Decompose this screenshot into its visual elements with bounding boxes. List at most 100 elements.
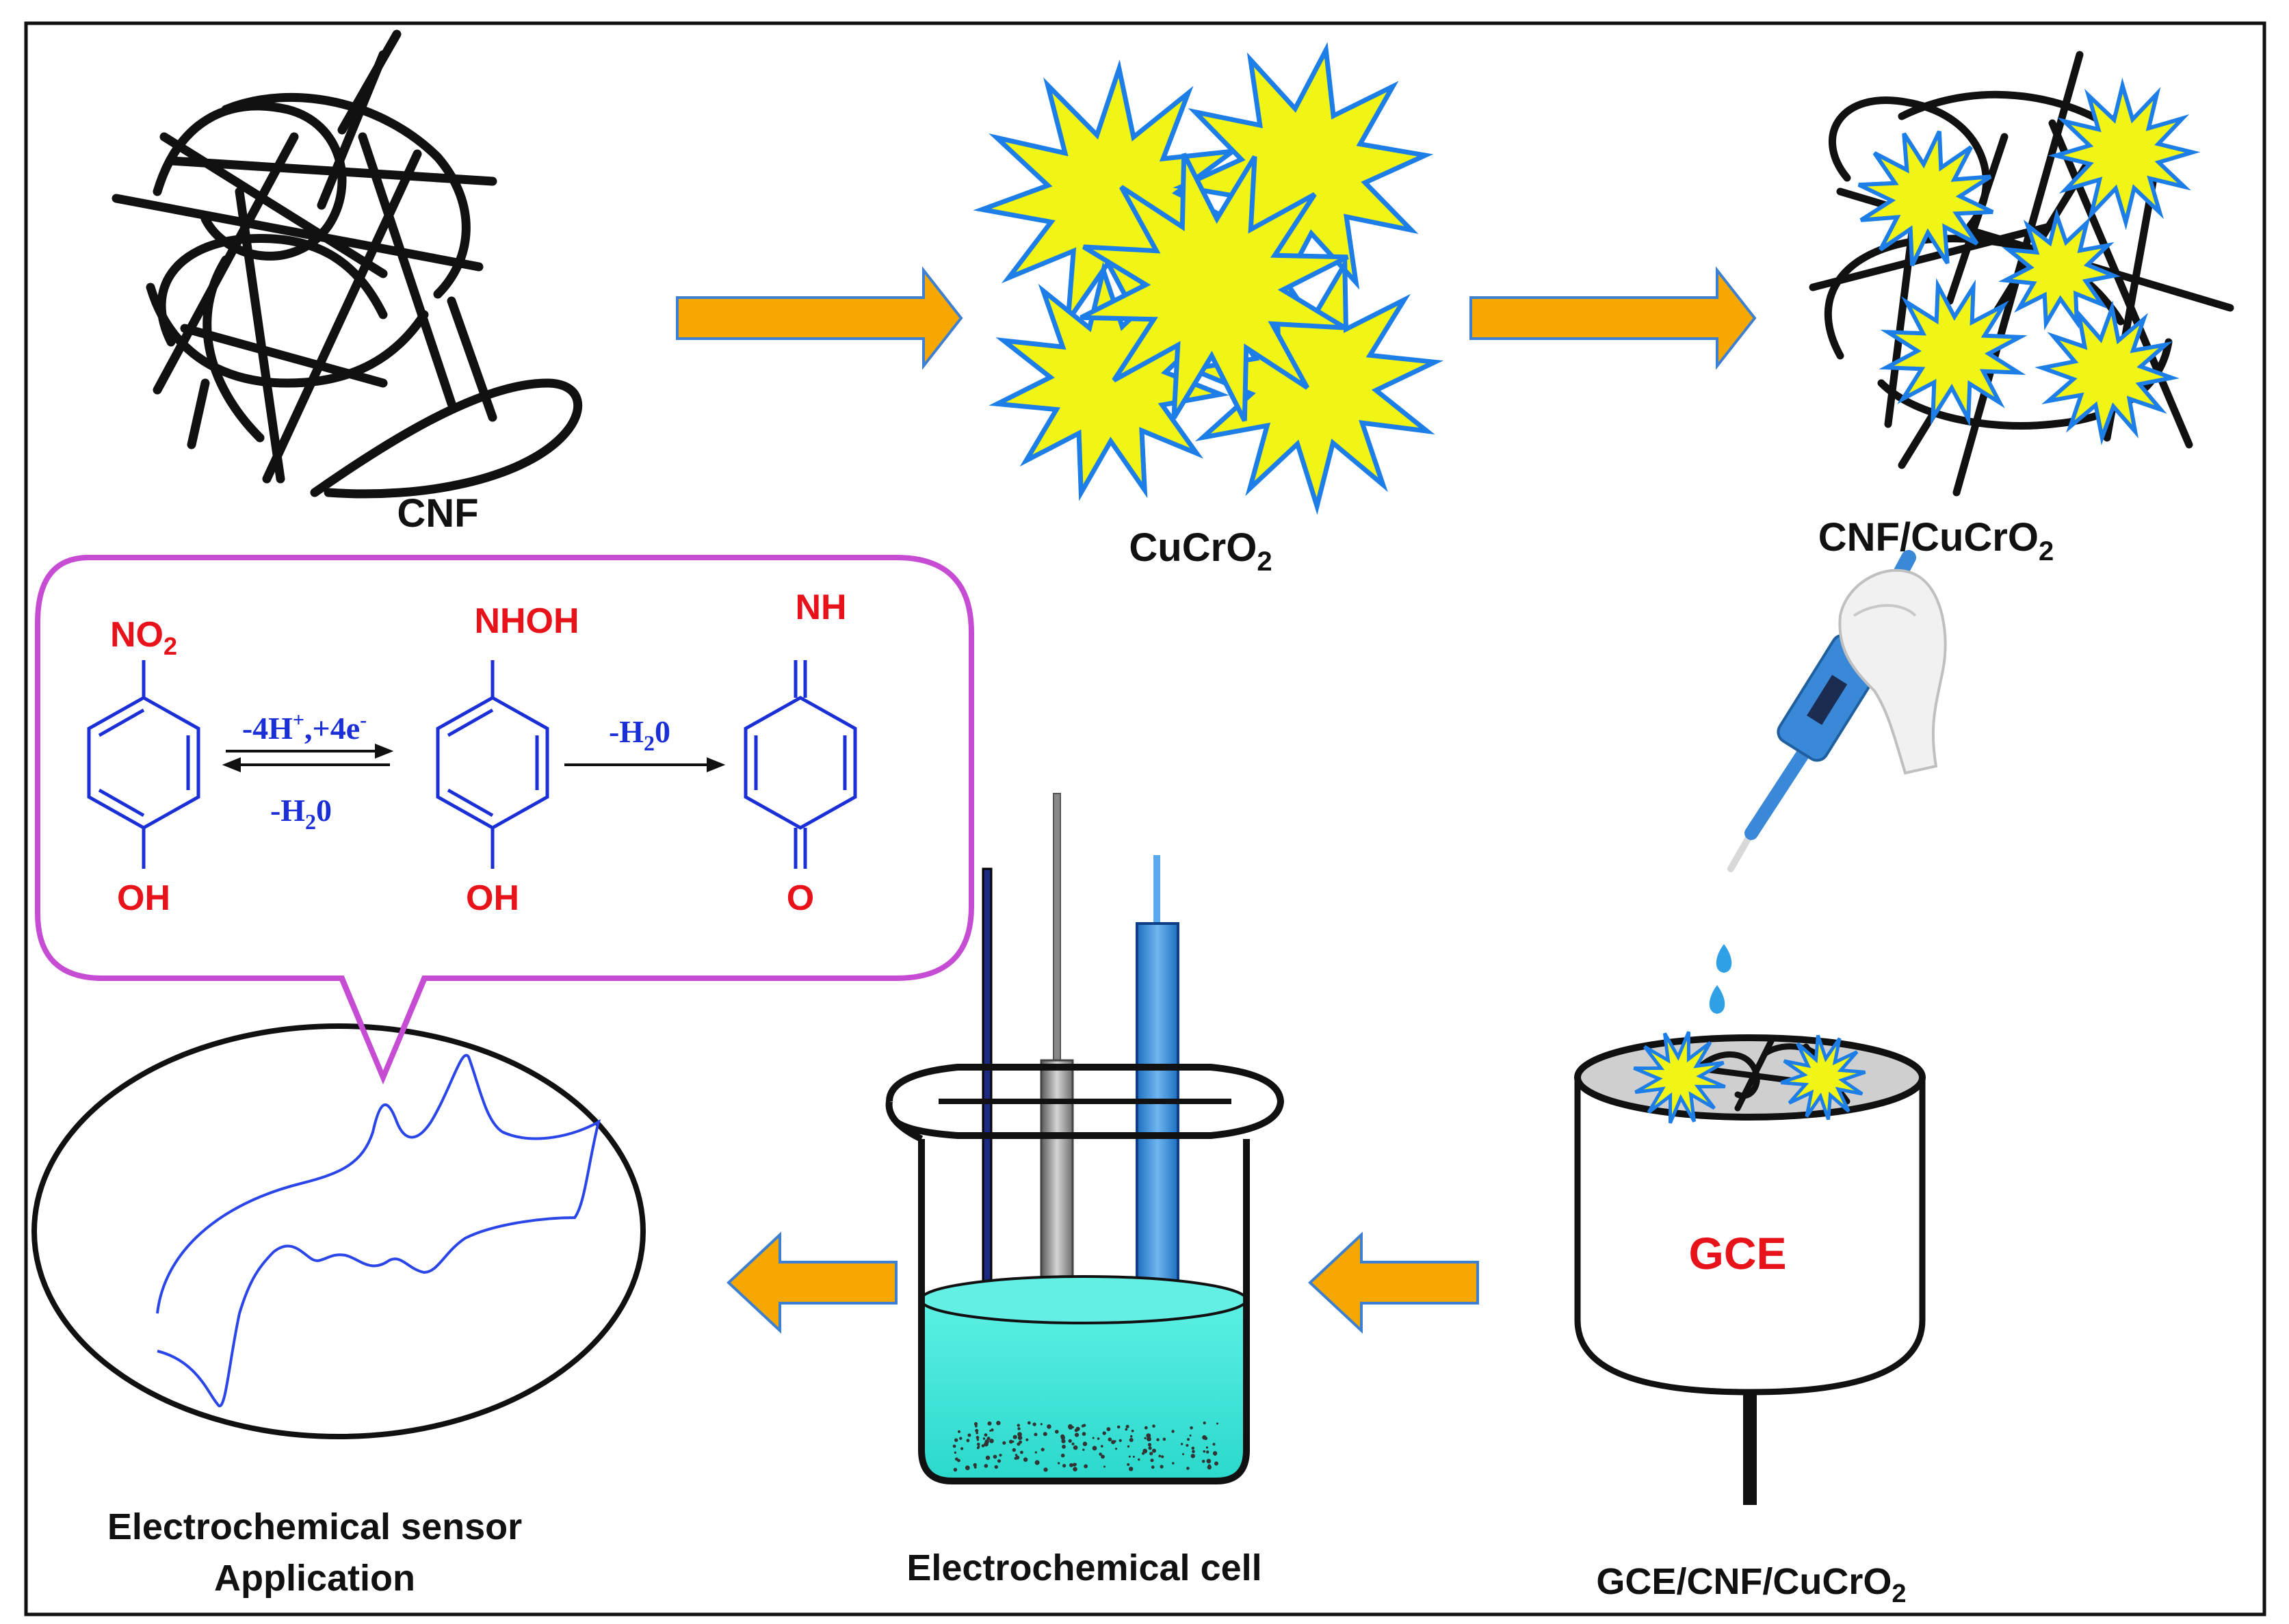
particle-dot — [1162, 1437, 1166, 1441]
particle-dot — [997, 1459, 1002, 1463]
cnf-label: CNF — [397, 491, 478, 536]
equilibrium-arrows — [222, 744, 394, 772]
cnf-fiber-cluster — [112, 29, 583, 499]
nitrophenol-ring — [87, 660, 200, 869]
particle-dot — [1062, 1464, 1067, 1468]
particle-dot — [1216, 1422, 1218, 1425]
particle-dot — [1129, 1467, 1134, 1471]
particle-dot — [1114, 1448, 1118, 1450]
particle-dot — [954, 1451, 957, 1454]
particle-dot — [1082, 1432, 1086, 1436]
process-arrow-2 — [1469, 266, 1757, 370]
pipette-with-hand — [1727, 550, 1947, 872]
cell-label: Electrochemical cell — [906, 1547, 1261, 1588]
particle-dot — [1012, 1448, 1017, 1452]
particle-dot — [1041, 1448, 1045, 1452]
particle-dot — [1055, 1430, 1059, 1434]
particle-dot — [1142, 1448, 1148, 1454]
particle-dot — [1062, 1444, 1066, 1449]
particle-dot — [993, 1454, 997, 1459]
gce-crystal — [1780, 1034, 1866, 1121]
particle-dot — [1040, 1423, 1043, 1426]
working-electrode-rod — [1040, 1059, 1074, 1287]
particle-dot — [1180, 1443, 1183, 1445]
particle-dot — [1151, 1465, 1155, 1469]
particle-dot — [1019, 1440, 1022, 1444]
particle-dot — [1156, 1438, 1160, 1441]
particle-dot — [1068, 1424, 1073, 1429]
particle-dot — [960, 1447, 964, 1450]
composite-crystal — [1879, 278, 2028, 427]
particle-dot — [966, 1439, 970, 1443]
particle-dot — [1172, 1462, 1175, 1465]
particle-dot — [1074, 1463, 1077, 1466]
step2-arrow — [564, 757, 726, 772]
product-carbonyl-group: O — [787, 878, 814, 918]
particle-dot — [1103, 1465, 1106, 1468]
particle-dot — [1100, 1445, 1103, 1448]
particle-dot — [1061, 1439, 1066, 1443]
particle-dot — [1101, 1454, 1105, 1459]
particle-dot — [1201, 1459, 1205, 1463]
beaker-rim — [886, 1064, 1285, 1139]
particle-dot — [978, 1445, 980, 1448]
particle-dot — [1057, 1462, 1060, 1465]
particle-dot — [1027, 1421, 1031, 1425]
particle-dot — [1092, 1437, 1095, 1439]
particle-dot — [954, 1438, 958, 1442]
particle-dot — [975, 1424, 978, 1428]
particle-dot — [973, 1422, 978, 1426]
particle-dot — [1074, 1432, 1080, 1437]
cucro2-crystal — [1080, 153, 1349, 422]
particle-dot — [1047, 1424, 1051, 1429]
particle-dot — [1074, 1428, 1078, 1432]
particle-dot — [989, 1439, 994, 1443]
cyclic-voltammogram-curve — [156, 1053, 601, 1408]
particle-dot — [1060, 1453, 1065, 1458]
sensor-ellipse — [31, 1023, 646, 1439]
particle-dot — [1128, 1455, 1131, 1458]
particle-dot — [1132, 1456, 1135, 1458]
suspended-particles — [952, 1421, 1218, 1472]
counter-electrode-wire — [1153, 855, 1160, 930]
particle-dot — [982, 1437, 986, 1440]
particle-dot — [1097, 1437, 1100, 1440]
droplets — [1709, 944, 1732, 1014]
particle-dot — [1125, 1428, 1128, 1431]
gce-crystal — [1633, 1031, 1726, 1124]
particle-dot — [1186, 1467, 1190, 1470]
reactant-nitro-group: NO2 — [110, 615, 177, 660]
particle-dot — [1020, 1450, 1023, 1454]
hydroxylamine-ring — [436, 660, 549, 869]
particle-dot — [1060, 1435, 1065, 1440]
composite-crystal — [2035, 300, 2180, 445]
particle-dot — [996, 1421, 1001, 1426]
particle-dot — [1206, 1458, 1212, 1464]
particle-dot — [1099, 1452, 1102, 1456]
gce-body — [1574, 1077, 1926, 1396]
particle-dot — [1148, 1446, 1152, 1450]
particle-dot — [1192, 1450, 1195, 1454]
particle-dot — [1083, 1442, 1087, 1446]
particle-dot — [1092, 1445, 1097, 1451]
particle-dot — [1152, 1424, 1155, 1428]
particle-dot — [1017, 1435, 1023, 1441]
particle-dot — [1116, 1425, 1121, 1429]
particle-dot — [957, 1458, 960, 1463]
particle-dot — [1069, 1463, 1073, 1467]
particle-dot — [976, 1443, 980, 1446]
particle-dot — [952, 1444, 956, 1448]
modified-electrode-label: GCE/CNF/CuCrO2 — [1596, 1561, 1906, 1608]
particle-dot — [1129, 1438, 1134, 1442]
figure-frame — [24, 21, 2266, 1616]
particle-dot — [1073, 1467, 1077, 1471]
quinone-imine-ring — [744, 660, 857, 869]
reaction-callout-bubble — [35, 555, 974, 1085]
step1-reverse-condition: -H20 — [270, 793, 332, 834]
particle-dot — [1160, 1465, 1164, 1469]
product-imine-group: NH — [795, 588, 846, 627]
intermediate-nhoh-group: NHOH — [474, 601, 579, 641]
particle-dot — [1214, 1453, 1217, 1456]
electrolyte-surface — [919, 1275, 1248, 1324]
particle-dot — [973, 1465, 977, 1469]
